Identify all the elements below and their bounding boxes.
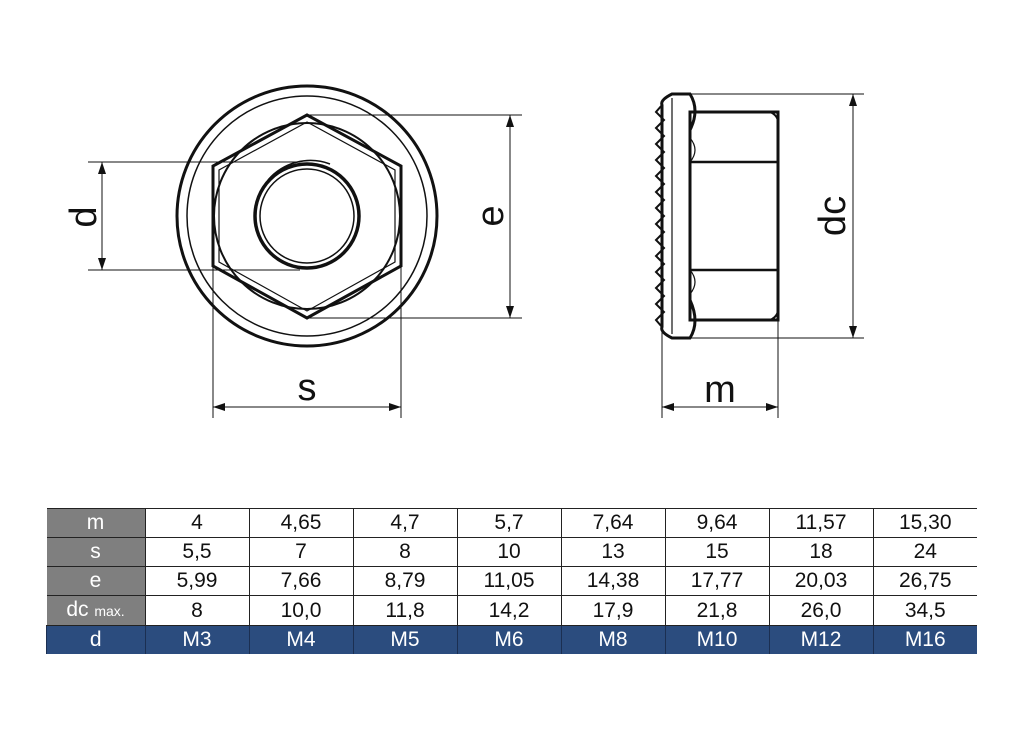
row-header: d — [46, 625, 145, 654]
table-cell: M5 — [352, 625, 457, 654]
bore-circle — [253, 162, 361, 270]
flange-nut-technical-drawing: d e s dc m — [63, 84, 864, 418]
row-header: dc max. — [46, 595, 145, 626]
table-cell: M10 — [664, 625, 769, 654]
dc-label: dc — [812, 196, 854, 236]
bore-inner-circle — [259, 168, 355, 264]
table-cell: 15 — [664, 537, 769, 567]
table-cell: 26,75 — [872, 566, 977, 596]
row-header: s — [46, 537, 145, 567]
table-cell: 15,30 — [872, 508, 977, 538]
hex-body — [688, 110, 780, 322]
flange-inner-circle — [186, 95, 428, 337]
row-header: m — [46, 508, 145, 538]
table-cell: 14,38 — [560, 566, 665, 596]
hex-face-curve-bottom — [689, 269, 696, 295]
row-header-label: dc — [66, 598, 89, 621]
flange-outer-circle — [175, 84, 439, 348]
table-cell: 17,9 — [560, 595, 665, 626]
table-cell: 8 — [352, 537, 457, 567]
table-cell: 20,03 — [768, 566, 873, 596]
table-cell: 8 — [144, 595, 249, 626]
table-cell: 24 — [872, 537, 977, 567]
row-header-suffix: max. — [94, 603, 125, 619]
hexagon-inner-outline — [218, 121, 396, 312]
table-cell: M12 — [768, 625, 873, 654]
hex-chamfer-bottom — [769, 303, 780, 321]
m-label: m — [704, 369, 736, 411]
row-header-label: d — [89, 628, 102, 651]
front-view — [88, 84, 522, 418]
table-cell: M3 — [144, 625, 249, 654]
side-view — [654, 92, 864, 418]
table-cell: 7,66 — [248, 566, 353, 596]
table-cell: 7 — [248, 537, 353, 567]
serration-edge — [654, 104, 666, 328]
table-cell: 5,7 — [456, 508, 561, 538]
d-label: d — [63, 206, 105, 227]
hex-chamfer-top — [769, 111, 780, 129]
row-header-label: e — [89, 569, 102, 592]
table-cell: 5,5 — [144, 537, 249, 567]
chamfer-circle — [213, 122, 401, 310]
table-cell: M16 — [872, 625, 977, 654]
row-header: e — [46, 566, 145, 596]
table-cell: 7,64 — [560, 508, 665, 538]
table-cell: 21,8 — [664, 595, 769, 626]
table-cell: 11,57 — [768, 508, 873, 538]
table-cell: 17,77 — [664, 566, 769, 596]
table-cell: 13 — [560, 537, 665, 567]
row-header-label: m — [86, 511, 105, 534]
table-cell: 8,79 — [352, 566, 457, 596]
table-cell: 10,0 — [248, 595, 353, 626]
e-label: e — [470, 205, 512, 226]
table-cell: 9,64 — [664, 508, 769, 538]
table-cell: M8 — [560, 625, 665, 654]
s-label: s — [298, 367, 317, 409]
table-cell: 11,05 — [456, 566, 561, 596]
table-cell: M4 — [248, 625, 353, 654]
table-cell: 18 — [768, 537, 873, 567]
row-header-label: s — [90, 540, 101, 563]
table-cell: 26,0 — [768, 595, 873, 626]
table-cell: 5,99 — [144, 566, 249, 596]
hexagon-outline — [211, 113, 403, 320]
hex-face-curve-top — [689, 137, 696, 163]
table-cell: 4 — [144, 508, 249, 538]
table-cell: 4,7 — [352, 508, 457, 538]
table-cell: 34,5 — [872, 595, 977, 626]
table-cell: 11,8 — [352, 595, 457, 626]
table-cell: M6 — [456, 625, 561, 654]
table-cell: 10 — [456, 537, 561, 567]
table-cell: 14,2 — [456, 595, 561, 626]
table-cell: 4,65 — [248, 508, 353, 538]
